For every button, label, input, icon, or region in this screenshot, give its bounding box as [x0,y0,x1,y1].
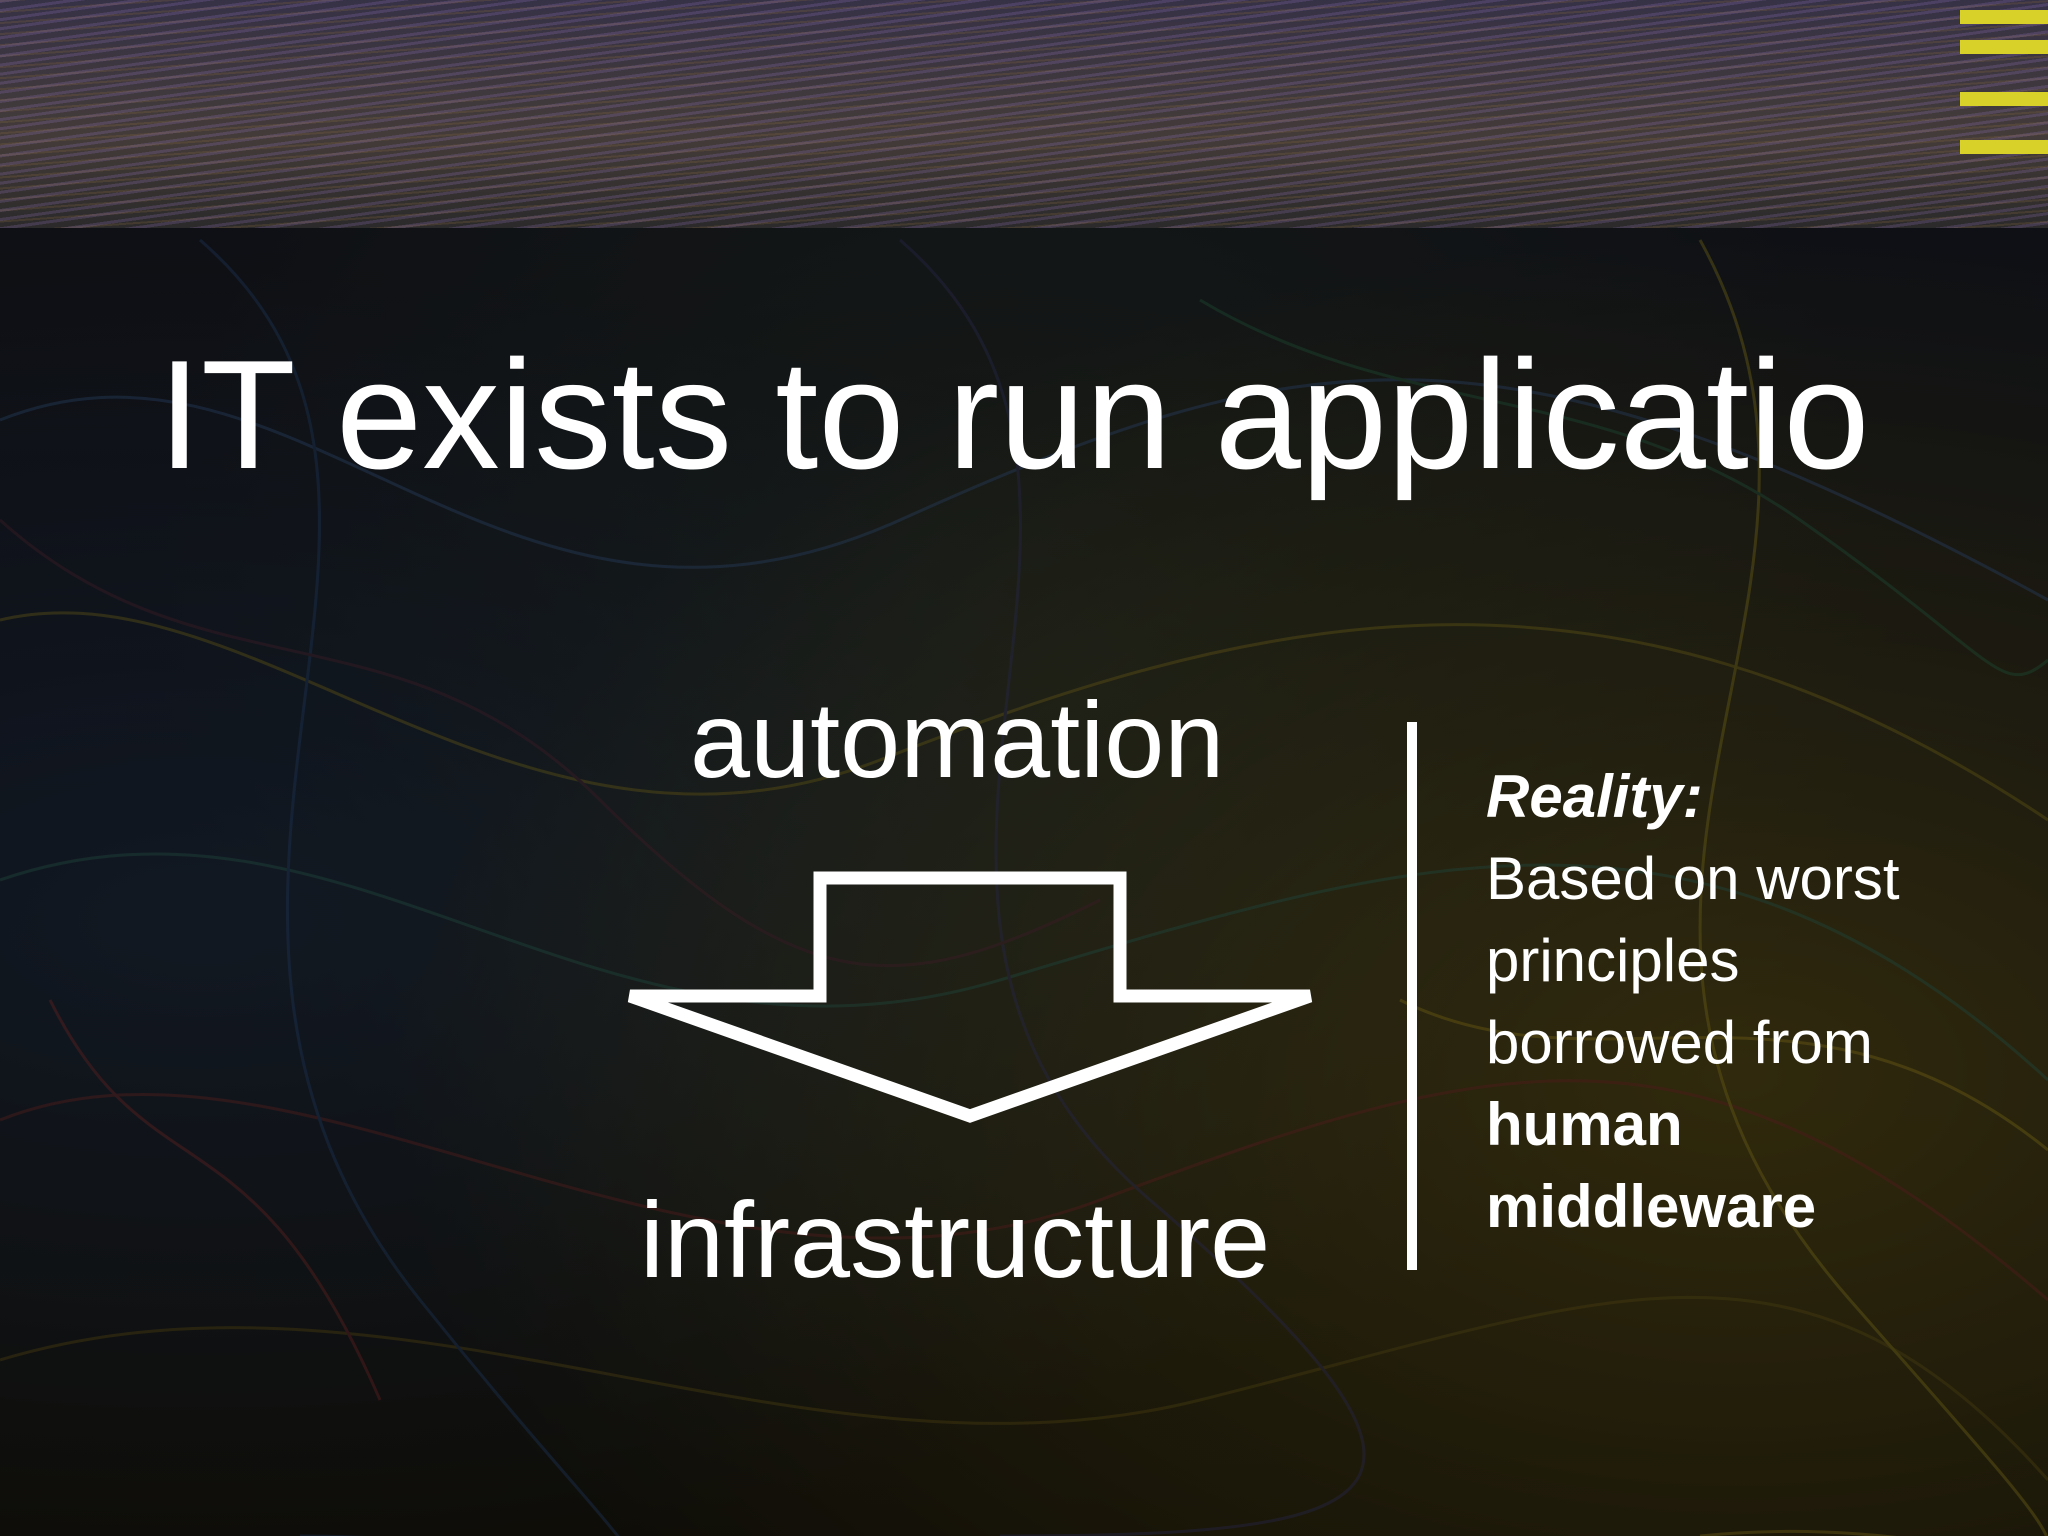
header-photo-band [0,0,2048,228]
accent-stripe [1960,140,2048,154]
reality-callout: Reality: Based on worst principles borro… [1486,756,2026,1248]
reality-line: borrowed from [1486,1009,1873,1076]
reality-emphasis-line: human [1486,1091,1683,1158]
accent-stripes [1960,0,2048,160]
automation-label: automation [690,679,1225,800]
infrastructure-label: infrastructure [640,1179,1271,1300]
reality-line: principles [1486,927,1740,994]
reality-emphasis-line: middleware [1486,1173,1817,1240]
slide-title: IT exists to run applicatio [158,328,1870,501]
accent-stripe [1960,10,2048,24]
accent-stripe [1960,40,2048,54]
down-arrow-icon [627,871,1313,1123]
vertical-divider [1407,722,1417,1270]
accent-stripe [1960,92,2048,106]
reality-heading: Reality: [1486,763,1703,830]
reality-line: Based on worst [1486,845,1900,912]
